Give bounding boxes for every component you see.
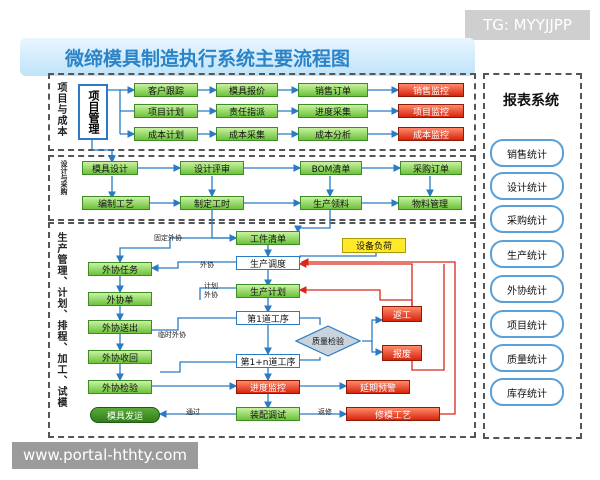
label-temp-outsource: 临时外协 bbox=[158, 331, 186, 339]
report-outsource-stats[interactable]: 外协统计 bbox=[490, 275, 564, 303]
flow-delay-warning[interactable]: 延期预警 bbox=[346, 380, 410, 394]
flow-material-pick[interactable]: 生产领料 bbox=[300, 196, 362, 210]
quality-check-diamond[interactable]: 质量检验 bbox=[295, 325, 361, 357]
flow-bom-list[interactable]: BOM清单 bbox=[300, 161, 362, 175]
flow-outsource-task[interactable]: 外协任务 bbox=[88, 262, 152, 276]
diamond-shape bbox=[295, 325, 361, 357]
flow-outsource-inspect[interactable]: 外协检验 bbox=[88, 380, 152, 394]
report-production-stats[interactable]: 生产统计 bbox=[490, 240, 564, 268]
lane-label-production: 生产管理、计划、排程、加工、试模 bbox=[55, 232, 66, 408]
flow-design-review[interactable]: 设计评审 bbox=[180, 161, 244, 175]
report-project-stats[interactable]: 项目统计 bbox=[490, 310, 564, 338]
watermark-tg: TG: MYYJJPP bbox=[465, 10, 590, 40]
report-purchase-stats[interactable]: 采购统计 bbox=[490, 205, 564, 233]
flow-project-monitor[interactable]: 项目监控 bbox=[398, 104, 464, 118]
lane-label-design: 设计与采购 bbox=[60, 160, 68, 195]
flow-mold-shipping[interactable]: 模具发运 bbox=[90, 407, 160, 423]
watermark-url: www.portal-hthty.com bbox=[12, 442, 198, 469]
flow-mold-quote[interactable]: 模具报价 bbox=[216, 83, 278, 97]
lane-label-project: 项目与成本 bbox=[55, 82, 66, 137]
flow-outsource-receive[interactable]: 外协收回 bbox=[88, 350, 152, 364]
flow-set-hours[interactable]: 制定工时 bbox=[180, 196, 244, 210]
section-design bbox=[48, 155, 476, 221]
label-plan-outsource: 计划外协 bbox=[204, 282, 218, 299]
flow-sales-order[interactable]: 销售订单 bbox=[298, 83, 368, 97]
report-sales-stats[interactable]: 销售统计 bbox=[490, 139, 564, 167]
flow-cost-analysis[interactable]: 成本分析 bbox=[298, 127, 368, 141]
flow-mold-repair[interactable]: 修模工艺 bbox=[346, 407, 440, 421]
flow-rework[interactable]: 返工 bbox=[382, 306, 422, 322]
flow-process-planning[interactable]: 编制工艺 bbox=[82, 196, 150, 210]
quality-check-label: 质量检验 bbox=[312, 336, 344, 346]
flow-outsource-send[interactable]: 外协送出 bbox=[88, 320, 152, 334]
label-pass: 通过 bbox=[186, 408, 200, 416]
report-inventory-stats[interactable]: 库存统计 bbox=[490, 378, 564, 406]
flow-scrap[interactable]: 报废 bbox=[382, 345, 422, 361]
report-system-panel bbox=[483, 73, 582, 439]
flow-sales-monitor[interactable]: 销售监控 bbox=[398, 83, 464, 97]
project-management-box[interactable]: 项目管理 bbox=[78, 84, 108, 140]
label-fixed-outsource: 固定外协 bbox=[154, 234, 182, 242]
diagram-title-banner: 微缔模具制造执行系统主要流程图 bbox=[20, 38, 475, 76]
flow-cost-monitor[interactable]: 成本监控 bbox=[398, 127, 464, 141]
report-quality-stats[interactable]: 质量统计 bbox=[490, 344, 564, 372]
flow-cost-plan[interactable]: 成本计划 bbox=[134, 127, 198, 141]
flow-responsibility-assign[interactable]: 责任指派 bbox=[216, 104, 278, 118]
flow-production-scheduling[interactable]: 生产调度 bbox=[236, 256, 300, 270]
report-design-stats[interactable]: 设计统计 bbox=[490, 172, 564, 200]
flow-work-list[interactable]: 工件清单 bbox=[236, 231, 300, 245]
label-outsource: 外协 bbox=[200, 261, 214, 269]
flow-outsource-order[interactable]: 外协单 bbox=[88, 292, 152, 306]
flow-mold-design[interactable]: 模具设计 bbox=[82, 161, 138, 175]
flow-material-management[interactable]: 物料管理 bbox=[398, 196, 462, 210]
label-return-repair: 返修 bbox=[318, 408, 332, 416]
flow-operation-1n[interactable]: 第1+n道工序 bbox=[236, 354, 300, 368]
flow-operation-1[interactable]: 第1道工序 bbox=[236, 311, 300, 325]
flow-equipment-load[interactable]: 设备负荷 bbox=[342, 238, 406, 253]
flow-assembly-debug[interactable]: 装配调试 bbox=[236, 407, 300, 421]
diagram-title: 微缔模具制造执行系统主要流程图 bbox=[65, 48, 351, 70]
flow-production-plan[interactable]: 生产计划 bbox=[236, 284, 300, 298]
section-production bbox=[48, 222, 476, 438]
flow-project-plan[interactable]: 项目计划 bbox=[134, 104, 198, 118]
flow-customer-tracking[interactable]: 客户跟踪 bbox=[134, 83, 198, 97]
flow-purchase-order[interactable]: 采购订单 bbox=[400, 161, 462, 175]
flow-progress-monitor[interactable]: 进度监控 bbox=[236, 380, 300, 394]
section-project bbox=[48, 73, 476, 151]
flow-progress-collect[interactable]: 进度采集 bbox=[298, 104, 368, 118]
flow-cost-collect[interactable]: 成本采集 bbox=[216, 127, 278, 141]
report-system-title: 报表系统 bbox=[503, 93, 559, 109]
